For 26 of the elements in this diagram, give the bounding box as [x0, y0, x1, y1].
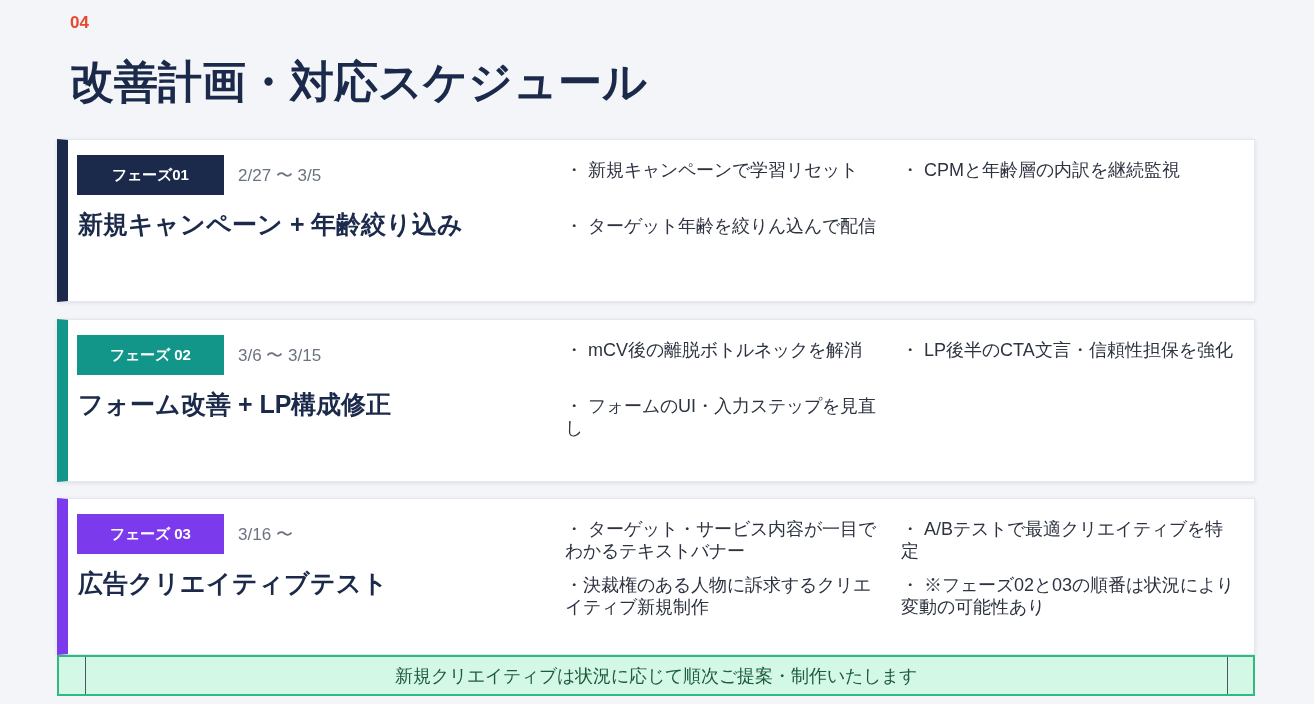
phase-badge: フェーズ 03 — [77, 514, 224, 554]
bullet-item: ・ ターゲット・サービス内容が一目でわかるテキストバナー — [565, 518, 877, 562]
bullet-item: ・ ターゲット年齢を絞りん込んで配信 — [565, 215, 876, 237]
banner-text: 新規クリエイティブは状況に応じて順次ご提案・制作いたします — [395, 664, 917, 687]
phase-badge: フェーズ 02 — [77, 335, 224, 375]
bullet-item: ・決裁権のある人物に訴求するクリエイティブ新規制作 — [565, 574, 872, 618]
bullet-item: ・ ※フェーズ02と03の順番は状況により変動の可能性あり — [901, 574, 1236, 618]
phase-title: 広告クリエイティブテスト — [78, 568, 388, 599]
date-range: 3/6 〜 3/15 — [238, 344, 322, 367]
phase-card — [57, 498, 1255, 655]
date-range: 2/27 〜 3/5 — [238, 164, 322, 187]
bullet-item: ・ CPMと年齢層の内訳を継続監視 — [901, 159, 1180, 181]
phase-badge: フェーズ01 — [77, 155, 224, 195]
date-range: 3/16 〜 — [238, 523, 293, 546]
phase-title: 新規キャンペーン + 年齢絞り込み — [78, 209, 464, 240]
page-title: 改善計画・対応スケジュール — [70, 56, 647, 108]
bullet-item: ・ フォームのUI・入力ステップを見直し — [565, 395, 877, 439]
bullet-item: ・ A/Bテストで最適クリエイティブを特定 — [901, 518, 1224, 562]
bullet-item: ・ LP後半のCTA文言・信頼性担保を強化 — [901, 339, 1233, 361]
note-banner — [57, 655, 1255, 696]
phase-title: フォーム改善 + LP構成修正 — [78, 389, 392, 420]
section-number: 04 — [70, 12, 89, 34]
phase-card — [57, 319, 1255, 482]
bullet-item: ・ mCV後の離脱ボトルネックを解消 — [565, 339, 862, 361]
phase-card — [57, 139, 1255, 302]
bullet-item: ・ 新規キャンペーンで学習リセット — [565, 159, 858, 181]
